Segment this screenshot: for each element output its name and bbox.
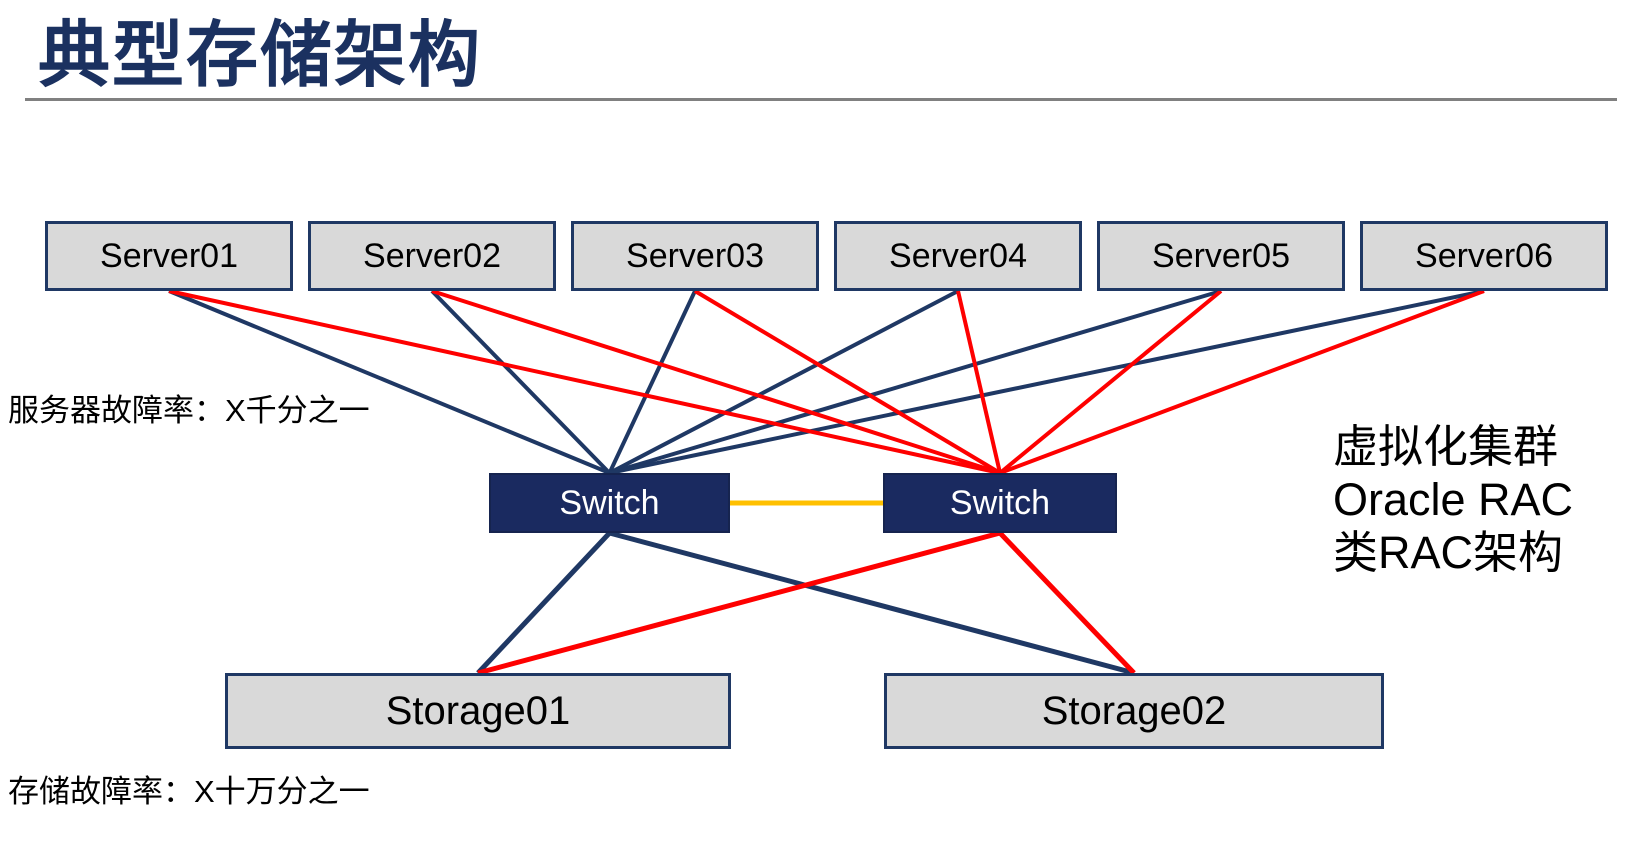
server-box-1: Server01: [45, 221, 293, 291]
edge-server3-switchL: [607, 290, 697, 474]
edge-server5-switchR: [998, 289, 1223, 475]
cluster-note-line-1: 虚拟化集群: [1333, 421, 1559, 472]
edge-server6-switchR: [999, 289, 1485, 475]
edge-server4-switchR: [956, 290, 1002, 474]
edge-switchL-storage1: [476, 531, 612, 675]
storage-box-1: Storage01: [225, 673, 731, 749]
edge-server5-switchL: [608, 289, 1222, 475]
cluster-note-line-3: 类RAC架构: [1333, 527, 1564, 578]
edge-switchR-storage2: [998, 531, 1136, 675]
storage-failure-rate-label: 存储故障率：X十万分之一: [8, 774, 370, 809]
edge-server6-switchL: [609, 289, 1485, 475]
edge-server4-switchL: [608, 289, 959, 475]
server-box-4: Server04: [834, 221, 1082, 291]
edge-switchR-storage1: [477, 530, 1001, 676]
cluster-note-line-2: Oracle RAC: [1333, 474, 1574, 525]
server-box-3: Server03: [571, 221, 819, 291]
slide-title: 典型存储架构: [38, 16, 483, 96]
cluster-note: 虚拟化集群 Oracle RAC 类RAC架构: [1333, 420, 1573, 579]
edge-server2-switchR: [431, 289, 1001, 475]
title-underline: [25, 98, 1617, 101]
switch-box-left: Switch: [489, 473, 730, 533]
edge-server1-switchL: [168, 289, 611, 475]
server-box-5: Server05: [1097, 221, 1345, 291]
storage-box-2: Storage02: [884, 673, 1384, 749]
server-box-6: Server06: [1360, 221, 1608, 291]
edge-server1-switchR: [168, 289, 1001, 475]
edge-switchL-storage2: [608, 530, 1135, 676]
server-failure-rate-label: 服务器故障率：X千分之一: [8, 393, 370, 428]
edge-server2-switchL: [430, 289, 611, 475]
edge-server3-switchR: [693, 289, 1002, 475]
server-box-2: Server02: [308, 221, 556, 291]
switch-box-right: Switch: [883, 473, 1117, 533]
